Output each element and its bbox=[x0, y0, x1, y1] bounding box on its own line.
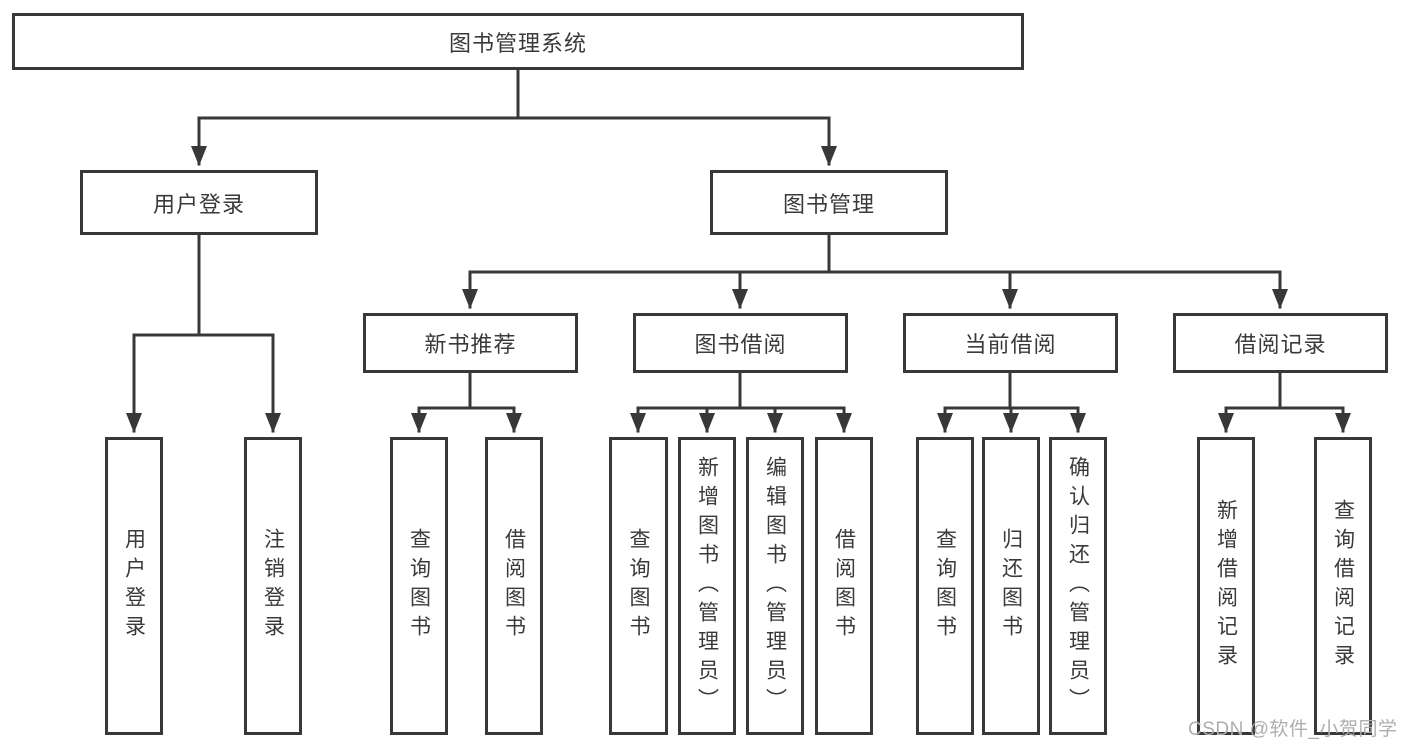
leaf-query-books-current: 查询图书 bbox=[916, 437, 974, 735]
leaf-add-borrow-record: 新增借阅记录 bbox=[1197, 437, 1255, 735]
leaf-user-login: 用户登录 bbox=[105, 437, 163, 735]
leaf-edit-books-admin: 编辑图书（管理员） bbox=[746, 437, 804, 735]
leaf-borrow-books-recommend-label: 借阅图书 bbox=[502, 528, 526, 644]
node-new-book-recommend: 新书推荐 bbox=[363, 313, 578, 373]
leaf-borrow-books-recommend: 借阅图书 bbox=[485, 437, 543, 735]
leaf-confirm-return-admin: 确认归还（管理员） bbox=[1049, 437, 1107, 735]
csdn-watermark: CSDN @软件_小贺同学 bbox=[1188, 719, 1398, 740]
leaf-confirm-return-admin-label: 确认归还（管理员） bbox=[1066, 455, 1090, 717]
leaf-user-login-label: 用户登录 bbox=[122, 528, 146, 644]
leaf-query-borrow-record: 查询借阅记录 bbox=[1314, 437, 1372, 735]
leaf-query-books-borrow-label: 查询图书 bbox=[627, 528, 650, 644]
leaf-add-borrow-record-label: 新增借阅记录 bbox=[1214, 499, 1238, 673]
node-book-management: 图书管理 bbox=[710, 170, 948, 235]
leaf-logout-login-label: 注销登录 bbox=[261, 528, 285, 644]
leaf-query-books-borrow: 查询图书 bbox=[609, 437, 668, 735]
leaf-query-books-recommend-label: 查询图书 bbox=[407, 528, 431, 644]
leaf-query-books-current-label: 查询图书 bbox=[933, 528, 957, 644]
leaf-add-books-admin-label: 新增图书（管理员） bbox=[695, 455, 719, 717]
leaf-add-books-admin: 新增图书（管理员） bbox=[678, 437, 736, 735]
leaf-edit-books-admin-label: 编辑图书（管理员） bbox=[763, 455, 787, 717]
node-library-system: 图书管理系统 bbox=[12, 13, 1024, 70]
leaf-logout-login: 注销登录 bbox=[244, 437, 302, 735]
leaf-borrow-books: 借阅图书 bbox=[815, 437, 873, 735]
node-current-borrow: 当前借阅 bbox=[903, 313, 1118, 373]
leaf-return-books-label: 归还图书 bbox=[999, 528, 1023, 644]
leaf-query-borrow-record-label: 查询借阅记录 bbox=[1331, 499, 1355, 673]
node-borrow-records: 借阅记录 bbox=[1173, 313, 1388, 373]
node-user-login: 用户登录 bbox=[80, 170, 318, 235]
node-book-borrow: 图书借阅 bbox=[633, 313, 848, 373]
leaf-return-books: 归还图书 bbox=[982, 437, 1040, 735]
leaf-query-books-recommend: 查询图书 bbox=[390, 437, 448, 735]
leaf-borrow-books-label: 借阅图书 bbox=[832, 528, 856, 644]
